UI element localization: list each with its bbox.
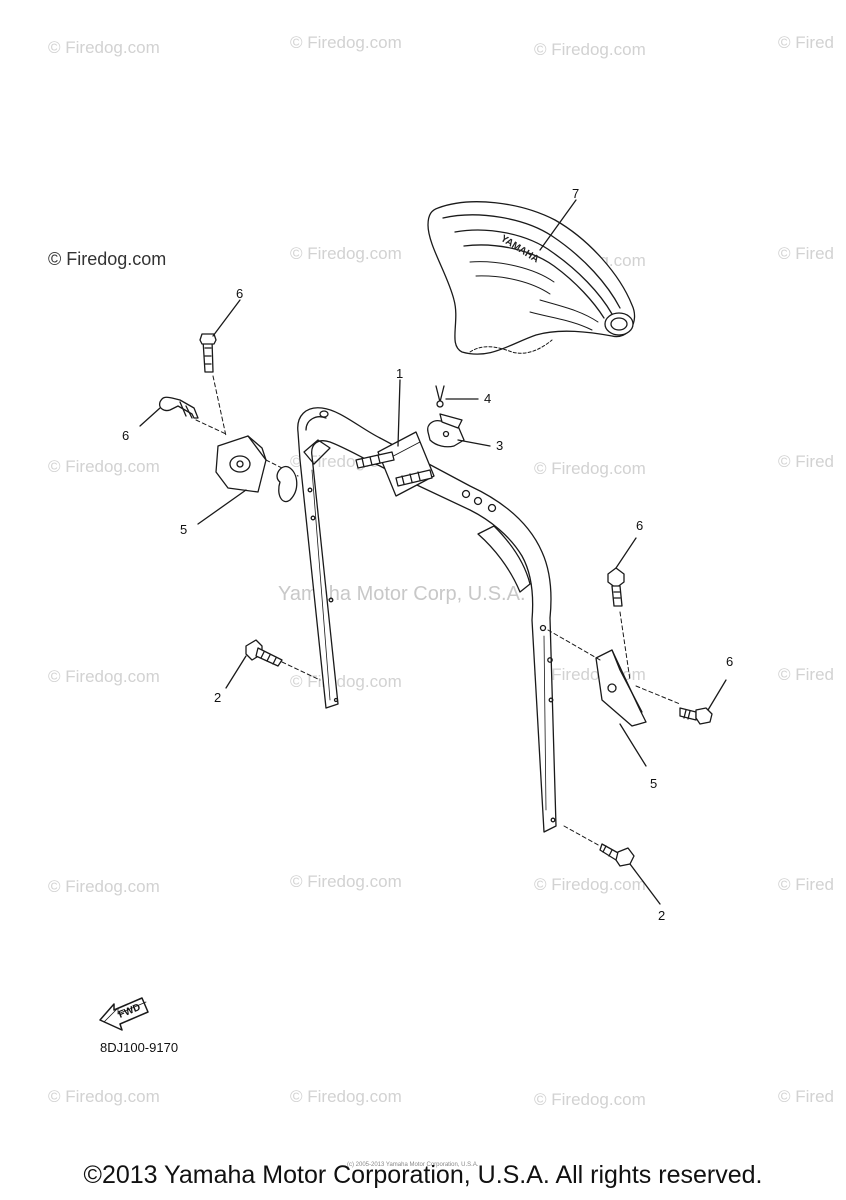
center-watermark: Yamaha Motor Corp, U.S.A.: [278, 583, 526, 605]
part-2-bolt-right: [563, 825, 661, 905]
watermark: © Firedog.com: [534, 40, 646, 59]
callout-3: 3: [496, 438, 504, 453]
diagram-code: 8DJ100-9170: [100, 1040, 179, 1055]
part-4-screw: [435, 385, 479, 408]
part-6-bolt-right-upper: [607, 537, 637, 681]
watermark: © Firedog.com: [48, 38, 160, 57]
callout-4: 4: [484, 391, 492, 406]
fine-print: (c) 2005-2013 Yamaha Motor Corporation, …: [347, 1162, 479, 1168]
part-2-bolt-left: [225, 639, 321, 689]
part-5-bracket-right: [547, 629, 681, 767]
watermark: © Fired: [778, 452, 834, 471]
watermark: © Firedog.com: [290, 672, 402, 691]
watermark: © Firedog.com: [48, 877, 160, 896]
callout-5-left: 5: [180, 522, 188, 537]
watermark: © Fired: [778, 244, 834, 263]
part-6-bolt-right-side: [679, 679, 727, 725]
copyright-footer: ©2013 Yamaha Motor Corporation, U.S.A. A…: [83, 1161, 763, 1189]
watermark: © Firedog.com: [48, 1087, 160, 1106]
watermark-prominent: © Firedog.com: [48, 249, 167, 269]
handlebar-frame: [297, 407, 557, 833]
watermark: © Firedog.com: [290, 1087, 402, 1106]
watermark: © Firedog.com: [290, 872, 402, 891]
watermark: © Firedog.com: [48, 457, 160, 476]
watermark: © Firedog.com: [534, 1090, 646, 1109]
callout-6-left: 6: [122, 428, 130, 443]
watermark: © Firedog.com: [290, 244, 402, 263]
callout-6-right: 6: [726, 654, 734, 669]
watermark: © Firedog.com: [534, 875, 646, 894]
watermark: © Fired: [778, 875, 834, 894]
seat-pad: [427, 201, 636, 355]
watermark: © Fired: [778, 33, 834, 52]
part-6-bolt-left-upper: [199, 299, 241, 437]
callout-2-left: 2: [214, 690, 222, 705]
callout-1: 1: [396, 366, 404, 381]
callout-6-right-upper: 6: [636, 518, 644, 533]
part-6-bolt-left-side: [139, 396, 227, 435]
callout-6-top: 6: [236, 286, 244, 301]
callout-7: 7: [572, 186, 580, 201]
watermark: © Fired: [778, 665, 834, 684]
fwd-arrow-icon: [99, 997, 149, 1031]
watermark: © Firedog.com: [534, 459, 646, 478]
part-5-bracket-left: [197, 435, 299, 525]
watermark: © Firedog.com: [48, 667, 160, 686]
watermark: © Firedog.com: [290, 33, 402, 52]
part-3-bracket: [427, 413, 491, 448]
callout-5-right: 5: [650, 776, 658, 791]
watermark: © Fired: [778, 1087, 834, 1106]
callout-2-right: 2: [658, 908, 666, 923]
